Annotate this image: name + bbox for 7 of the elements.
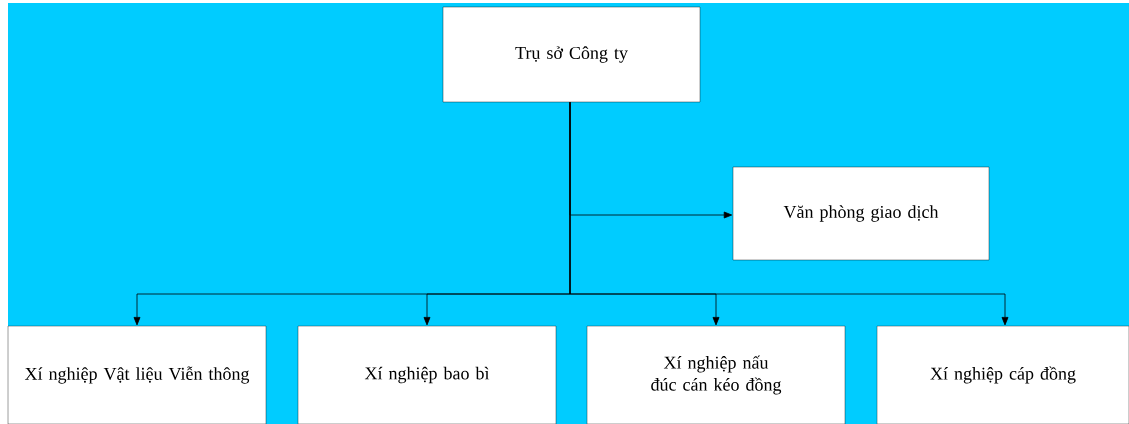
org-box: Xí nghiệp cáp đồng (876, 325, 1129, 424)
org-box: Xí nghiệp Vật liệu Viễn thông (7, 325, 267, 424)
org-box: Xí nghiệp nấu đúc cán kéo đồng (586, 325, 846, 424)
org-box: Xí nghiệp bao bì (297, 325, 557, 424)
org-box: Văn phòng giao dịch (732, 166, 990, 261)
org-box: Trụ sở Công ty (442, 6, 701, 103)
connector-arrow (569, 101, 1009, 326)
